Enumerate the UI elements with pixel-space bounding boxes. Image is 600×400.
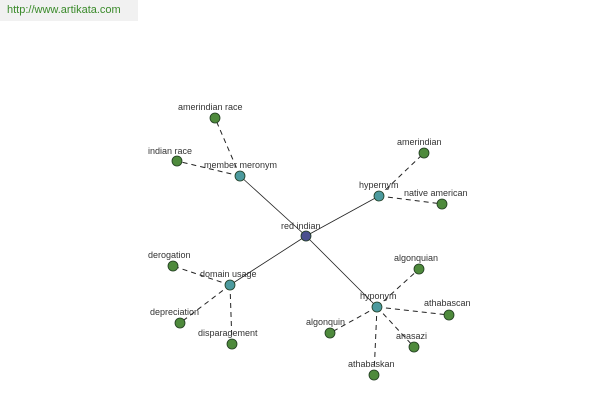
edge-hyponym-athabascan: [376, 306, 450, 316]
leaf-label-anasazi: anasazi: [396, 331, 427, 341]
relation-label-hyponym: hyponym: [360, 291, 397, 301]
edge-red-indian-hyponym: [305, 235, 378, 308]
edges-layer: [172, 117, 450, 376]
leaf-label-amerindian: amerindian: [397, 137, 442, 147]
center-node-red-indian[interactable]: [300, 230, 312, 242]
nodes-layer: [167, 112, 455, 381]
edge-domain-usage-depreciation: [179, 284, 231, 324]
site-url-banner[interactable]: http://www.artikata.com: [0, 0, 138, 21]
leaf-label-algonquian: algonquian: [394, 253, 438, 263]
leaf-node-athabaskan[interactable]: [368, 369, 380, 381]
leaf-node-depreciation[interactable]: [174, 317, 186, 329]
relation-node-member-meronym[interactable]: [234, 170, 246, 182]
leaf-label-indian-race: indian race: [148, 146, 192, 156]
leaf-node-amerindian-race[interactable]: [209, 112, 221, 124]
relation-node-hyponym[interactable]: [371, 301, 383, 313]
leaf-node-athabascan[interactable]: [443, 309, 455, 321]
edge-red-indian-hypernym: [305, 195, 380, 237]
leaf-node-amerindian[interactable]: [418, 147, 430, 159]
edge-hyponym-algonquian: [376, 268, 420, 308]
relation-node-hypernym[interactable]: [373, 190, 385, 202]
site-url-text[interactable]: http://www.artikata.com: [7, 4, 121, 16]
leaf-label-derogation: derogation: [148, 250, 191, 260]
edge-hyponym-anasazi: [376, 306, 415, 348]
edge-domain-usage-derogation: [172, 265, 231, 286]
relation-label-hypernym: hypernym: [359, 180, 399, 190]
leaf-node-anasazi[interactable]: [408, 341, 420, 353]
leaf-node-algonquin[interactable]: [324, 327, 336, 339]
leaf-node-disparagement[interactable]: [226, 338, 238, 350]
labels-layer: red indian member meronym amerindian race i…: [148, 102, 471, 369]
leaf-label-native-american: native american: [404, 188, 468, 198]
edge-hyponym-athabaskan: [373, 306, 378, 376]
edge-member-meronym-indian-race: [176, 160, 241, 177]
leaf-label-algonquin: algonquin: [306, 317, 345, 327]
leaf-label-disparagement: disparagement: [198, 328, 258, 338]
edge-red-indian-member-meronym: [239, 175, 307, 237]
center-label-red-indian: red indian: [281, 221, 321, 231]
leaf-node-derogation[interactable]: [167, 260, 179, 272]
relation-label-member-meronym: member meronym: [204, 160, 277, 170]
edge-hypernym-amerindian: [378, 152, 425, 197]
leaf-node-native-american[interactable]: [436, 198, 448, 210]
leaf-node-indian-race[interactable]: [171, 155, 183, 167]
edge-domain-usage-disparagement: [229, 284, 233, 345]
leaf-label-athabascan: athabascan: [424, 298, 471, 308]
relation-label-domain-usage: domain usage: [200, 269, 257, 279]
leaf-label-athabaskan: athabaskan: [348, 359, 395, 369]
edge-hypernym-native-american: [378, 195, 443, 205]
leaf-node-algonquian[interactable]: [413, 263, 425, 275]
leaf-label-amerindian-race: amerindian race: [178, 102, 243, 112]
edge-member-meronym-amerindian-race: [214, 117, 241, 177]
relation-node-domain-usage[interactable]: [224, 279, 236, 291]
leaf-label-depreciation: depreciation: [150, 307, 199, 317]
edge-red-indian-domain-usage: [229, 235, 307, 286]
